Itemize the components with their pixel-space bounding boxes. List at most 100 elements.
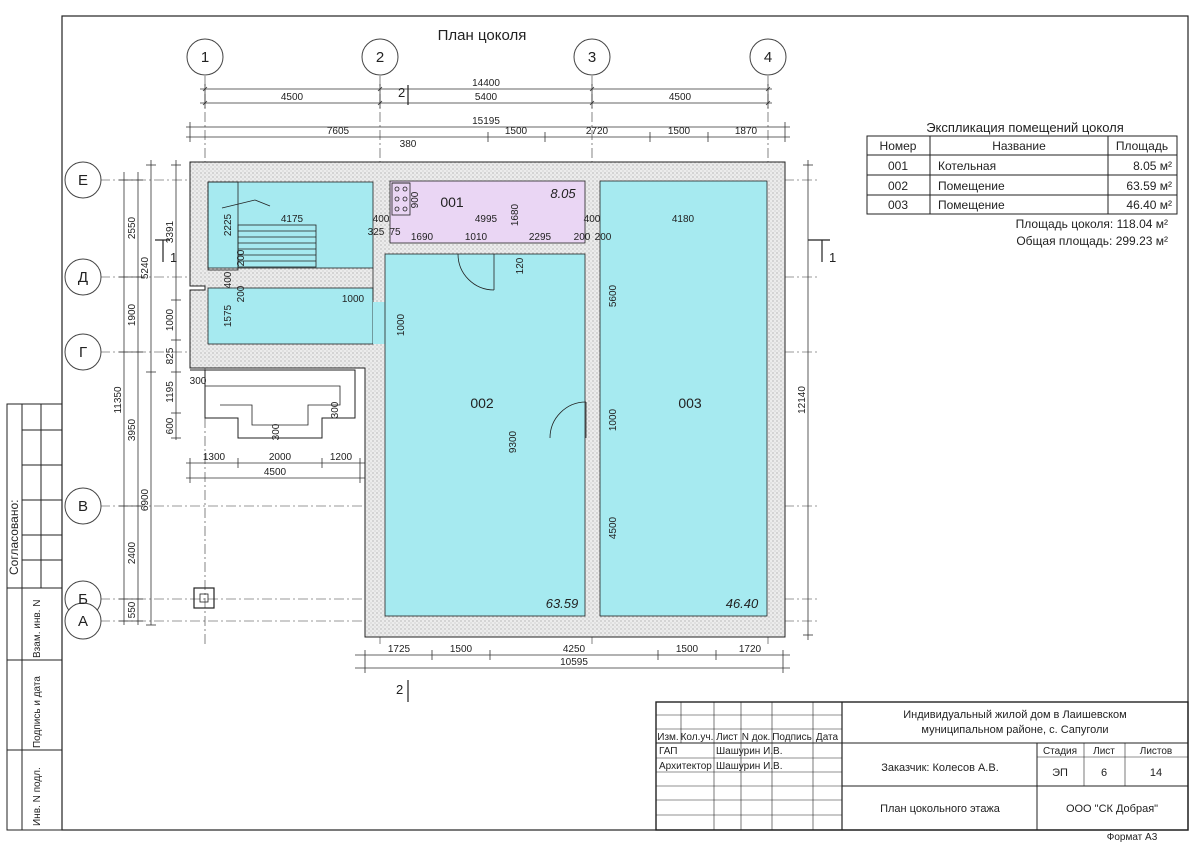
dim-right-total: 12140 bbox=[797, 386, 808, 414]
column-mark bbox=[193, 587, 215, 609]
dim-1000c: 1000 bbox=[608, 408, 619, 431]
dim-325: 325 bbox=[368, 227, 385, 238]
explication-row-1-name: Котельная bbox=[938, 159, 996, 173]
dim-bottom-part-5: 1720 bbox=[739, 644, 762, 655]
room-hall-strip bbox=[373, 302, 385, 344]
room-002-number: 002 bbox=[470, 395, 494, 411]
dim-left-outer-5: 550 bbox=[127, 601, 138, 618]
dim-left-inner-3: 825 bbox=[165, 347, 176, 364]
explication-header-area: Площадь bbox=[1116, 139, 1168, 153]
dim-400a: 400 bbox=[373, 214, 390, 225]
dim-left-inner-5: 600 bbox=[165, 417, 176, 434]
column-mark-inner bbox=[199, 593, 209, 603]
dim-120: 120 bbox=[515, 257, 526, 274]
dim-left-inner-4: 1195 bbox=[165, 381, 176, 403]
axis-G: Г bbox=[79, 344, 87, 361]
dim-left-total: 11350 bbox=[113, 386, 124, 414]
explication-row-2-name: Помещение bbox=[938, 179, 1005, 193]
dim-75: 75 bbox=[389, 227, 401, 238]
dim-left-mid-2: 6900 bbox=[140, 488, 151, 511]
dim-left-outer-1: 2550 bbox=[127, 216, 138, 239]
dim-4175: 4175 bbox=[281, 214, 304, 225]
dim-left-inner-1: 3391 bbox=[165, 220, 176, 243]
section-mark-1-left: 1 bbox=[170, 250, 177, 265]
porch-steps bbox=[190, 369, 356, 439]
title-block-project-2: муниципальном районе, с. Сапуголи bbox=[921, 724, 1108, 736]
axis-E: Е bbox=[78, 172, 88, 189]
dim-left-outer-3: 3950 bbox=[127, 418, 138, 441]
title-block-stage-header: Стадия bbox=[1043, 746, 1077, 757]
explication-header-name: Название bbox=[992, 139, 1046, 153]
title-block-customer: Заказчик: Колесов А.В. bbox=[881, 762, 999, 774]
explication-row-2-number: 002 bbox=[888, 179, 908, 193]
explication-row-1-number: 001 bbox=[888, 159, 908, 173]
axis-B: Б bbox=[78, 591, 88, 608]
title-block-grid bbox=[655, 701, 1189, 831]
dim-200d: 200 bbox=[236, 285, 247, 302]
dim-porch-1: 1300 bbox=[203, 452, 226, 463]
room-001-number: 001 bbox=[440, 194, 464, 210]
dim-1680: 1680 bbox=[510, 203, 521, 226]
dim-porch-total: 4500 bbox=[264, 467, 287, 478]
axis-4: 4 bbox=[764, 49, 772, 66]
explication-row-3-number: 003 bbox=[888, 198, 908, 212]
agreed-label: Согласовано: bbox=[7, 500, 21, 576]
dim-1575: 1575 bbox=[223, 304, 234, 327]
dim-300b: 300 bbox=[330, 401, 341, 418]
dim-top-part-4: 1500 bbox=[668, 126, 691, 137]
dim-1010: 1010 bbox=[465, 232, 488, 243]
title-block-sheet-header: Лист bbox=[1093, 746, 1115, 757]
room-003-area: 46.40 bbox=[726, 596, 759, 611]
dim-porch-3: 1200 bbox=[330, 452, 353, 463]
room-001-area: 8.05 bbox=[550, 186, 576, 201]
explication-row-3-name: Помещение bbox=[938, 198, 1005, 212]
room-003-number: 003 bbox=[678, 395, 702, 411]
title-block-header-sign: Подпись bbox=[772, 732, 812, 743]
room-002-fill bbox=[384, 253, 586, 617]
dim-left-outer-2: 1900 bbox=[127, 303, 138, 326]
section-markers bbox=[155, 85, 830, 702]
title-block-name-gap: Шашурин И.В. bbox=[716, 746, 783, 757]
dim-left-inner-2: 1000 bbox=[165, 308, 176, 331]
dim-5600: 5600 bbox=[608, 284, 619, 307]
dim-top-part-1: 7605 bbox=[327, 126, 350, 137]
axis-V: В bbox=[78, 498, 88, 515]
sheet-format: Формат А3 bbox=[1107, 832, 1158, 843]
right-dim-lines bbox=[803, 160, 813, 640]
dim-300c: 300 bbox=[271, 423, 282, 440]
dim-400c: 400 bbox=[223, 271, 234, 288]
dim-900: 900 bbox=[410, 191, 421, 208]
dim-left-outer-4: 2400 bbox=[127, 541, 138, 564]
title-block-sheet-value: 6 bbox=[1101, 767, 1107, 779]
dim-200b: 200 bbox=[595, 232, 612, 243]
bottom-dim-lines bbox=[355, 650, 790, 673]
axis-2: 2 bbox=[376, 49, 384, 66]
porch-dim-lines bbox=[186, 458, 365, 483]
dim-200a: 200 bbox=[574, 232, 591, 243]
dim-bottom-total: 10595 bbox=[560, 657, 588, 668]
dim-porch-2: 2000 bbox=[269, 452, 292, 463]
dim-top-part-3: 2720 bbox=[586, 126, 609, 137]
dim-200c: 200 bbox=[236, 249, 247, 266]
title-block-header-ndok: N док. bbox=[742, 732, 771, 743]
stamp-col-2: Подпись и дата bbox=[32, 676, 43, 748]
title-block-stage-value: ЭП bbox=[1052, 767, 1068, 779]
dim-left-mid-1: 5240 bbox=[140, 256, 151, 279]
axis-1: 1 bbox=[201, 49, 209, 66]
plan-details bbox=[207, 181, 587, 439]
dim-bottom-part-1: 1725 bbox=[388, 644, 411, 655]
dim-400b: 400 bbox=[584, 214, 601, 225]
dim-bottom-part-2: 1500 bbox=[450, 644, 473, 655]
dim-300a: 300 bbox=[190, 376, 207, 387]
left-stamp bbox=[6, 403, 63, 831]
dim-2225: 2225 bbox=[223, 213, 234, 236]
porch-steps-inner bbox=[205, 385, 341, 426]
title-block-name-arch: Шашурин И.В. bbox=[716, 761, 783, 772]
section-mark-1-right: 1 bbox=[829, 250, 836, 265]
total-basement-area: Площадь цоколя: 118.04 м² bbox=[1016, 217, 1168, 231]
explication-row-3-area: 46.40 м² bbox=[1126, 198, 1172, 212]
title-block-role-gap: ГАП bbox=[659, 746, 678, 757]
dim-bottom-part-3: 4250 bbox=[563, 644, 586, 655]
room-002-area: 63.59 bbox=[546, 596, 579, 611]
